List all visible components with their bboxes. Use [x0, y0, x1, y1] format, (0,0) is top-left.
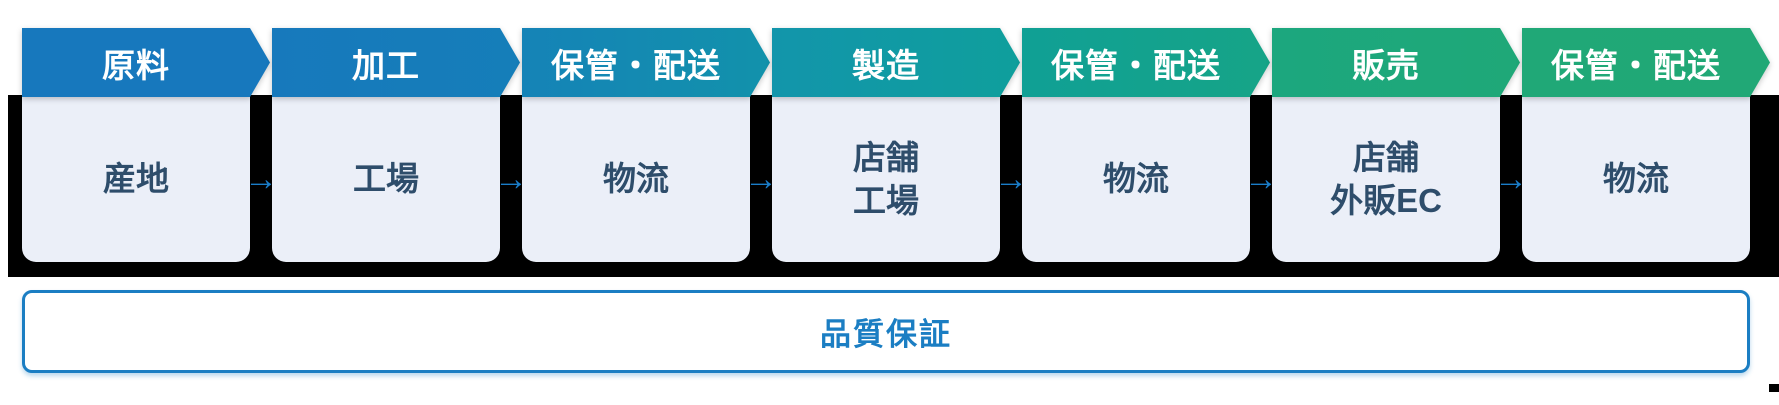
- flow-stage-processing: 加工 工場 →: [272, 28, 528, 262]
- flow-stage-sales: 販売 店舗 外販EC →: [1272, 28, 1528, 262]
- stage-node: 工場: [272, 97, 500, 262]
- node-label: 工場: [353, 160, 419, 198]
- flow-stage-storage-delivery-3: 保管・配送 物流 →: [1522, 28, 1770, 262]
- stage-node: 物流: [522, 97, 750, 262]
- stage-label: 保管・配送: [1551, 46, 1721, 84]
- stage-label: 製造: [852, 46, 920, 84]
- stage-label: 加工: [352, 46, 420, 84]
- corner-mark: [1769, 384, 1779, 392]
- stage-chevron: 保管・配送: [522, 28, 770, 97]
- node-label: 工場: [853, 181, 919, 219]
- arrow-right-icon: →: [1244, 160, 1278, 198]
- stage-chevron: 保管・配送: [1022, 28, 1270, 97]
- stage-label: 保管・配送: [1051, 46, 1221, 84]
- quality-assurance-label: 品質保証: [820, 317, 952, 352]
- flow-stage-storage-delivery-1: 保管・配送 物流 →: [522, 28, 778, 262]
- stage-label: 原料: [102, 46, 170, 84]
- flow-stage-storage-delivery-2: 保管・配送 物流 →: [1022, 28, 1278, 262]
- stage-node: 物流: [1522, 97, 1750, 262]
- arrow-right-icon: →: [1494, 160, 1528, 198]
- stage-chevron: 製造: [772, 28, 1020, 97]
- stage-label: 保管・配送: [551, 46, 721, 84]
- quality-assurance-band: 品質保証: [22, 290, 1750, 373]
- arrow-right-icon: →: [994, 160, 1028, 198]
- stage-label: 販売: [1352, 46, 1420, 84]
- stage-chevron: 原料: [22, 28, 270, 97]
- flow-stage-manufacturing: 製造 店舗 工場 →: [772, 28, 1028, 262]
- stage-node: 店舗 工場: [772, 97, 1000, 262]
- process-flow: 原料 産地 → 加工 工場 → 保管・配: [22, 28, 1770, 262]
- stage-node: 店舗 外販EC: [1272, 97, 1500, 262]
- arrow-right-icon: →: [494, 160, 528, 198]
- node-label: 物流: [1103, 160, 1169, 198]
- stage-chevron: 加工: [272, 28, 520, 97]
- node-label: 物流: [1603, 160, 1669, 198]
- flow-stage-raw-material: 原料 産地 →: [22, 28, 278, 262]
- node-label: 外販EC: [1330, 181, 1442, 219]
- stage-node: 物流: [1022, 97, 1250, 262]
- stage-node: 産地: [22, 97, 250, 262]
- stage-chevron: 保管・配送: [1522, 28, 1770, 97]
- arrow-right-icon: →: [244, 160, 278, 198]
- node-label: 店舗: [1353, 138, 1419, 176]
- node-label: 店舗: [853, 138, 919, 176]
- node-label: 物流: [603, 160, 669, 198]
- node-label: 産地: [103, 160, 169, 198]
- arrow-right-icon: →: [744, 160, 778, 198]
- stage-chevron: 販売: [1272, 28, 1520, 97]
